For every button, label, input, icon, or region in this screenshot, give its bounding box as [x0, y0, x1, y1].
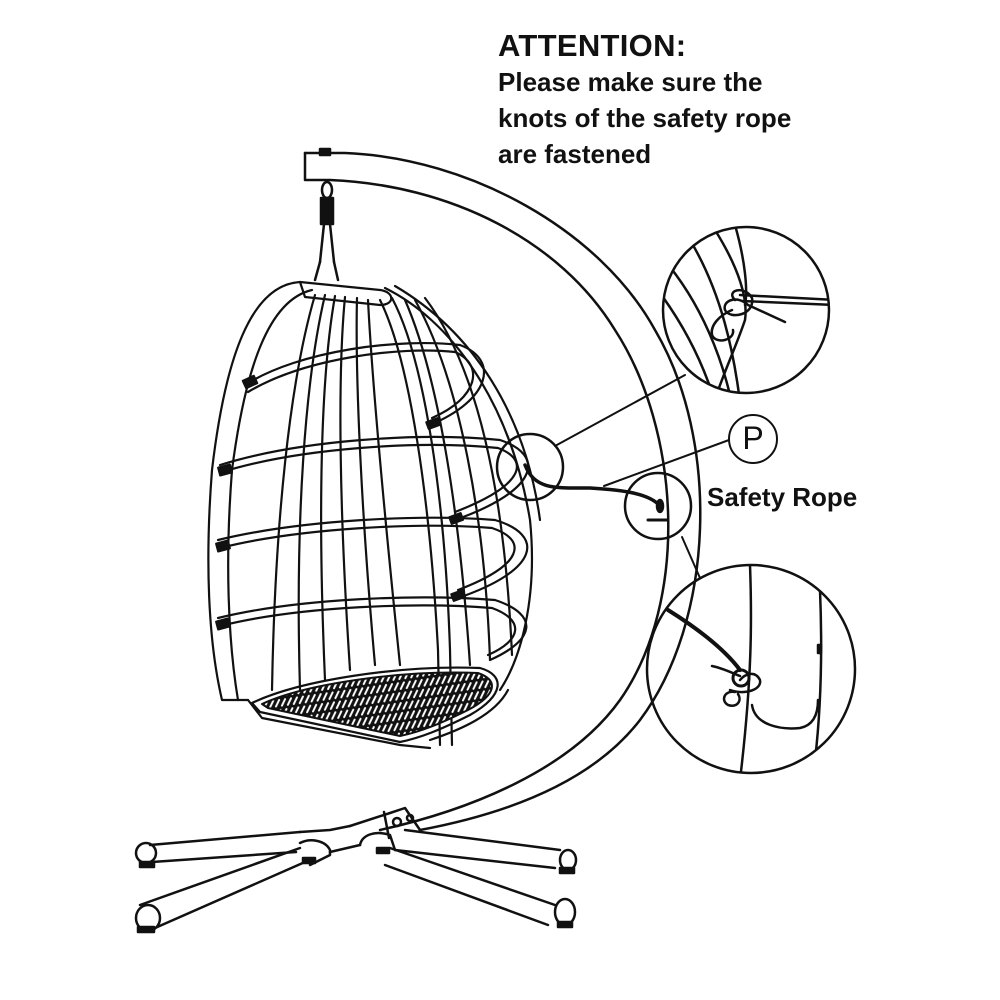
- attention-line-3: are fastened: [498, 139, 652, 169]
- knot-highlight-stand: [625, 473, 691, 539]
- knot-detail-bottom: [647, 565, 855, 780]
- attention-note: ATTENTION: Please make sure the knots of…: [498, 28, 791, 172]
- safety-rope: [525, 465, 660, 506]
- stand-base: [136, 808, 576, 932]
- knot-highlight-chair: [497, 434, 563, 500]
- hanger-chain: [315, 182, 338, 280]
- knot-detail-top: [650, 225, 835, 420]
- egg-chair: [208, 282, 540, 748]
- attention-line-1: Please make sure the: [498, 67, 763, 97]
- part-name-label: Safety Rope: [707, 482, 858, 512]
- attention-title: ATTENTION:: [498, 28, 687, 63]
- c-stand: [305, 149, 700, 830]
- seat-cushion-weave: [262, 673, 492, 736]
- part-letter-callout: P: [728, 414, 778, 464]
- attention-line-2: knots of the safety rope: [498, 103, 792, 133]
